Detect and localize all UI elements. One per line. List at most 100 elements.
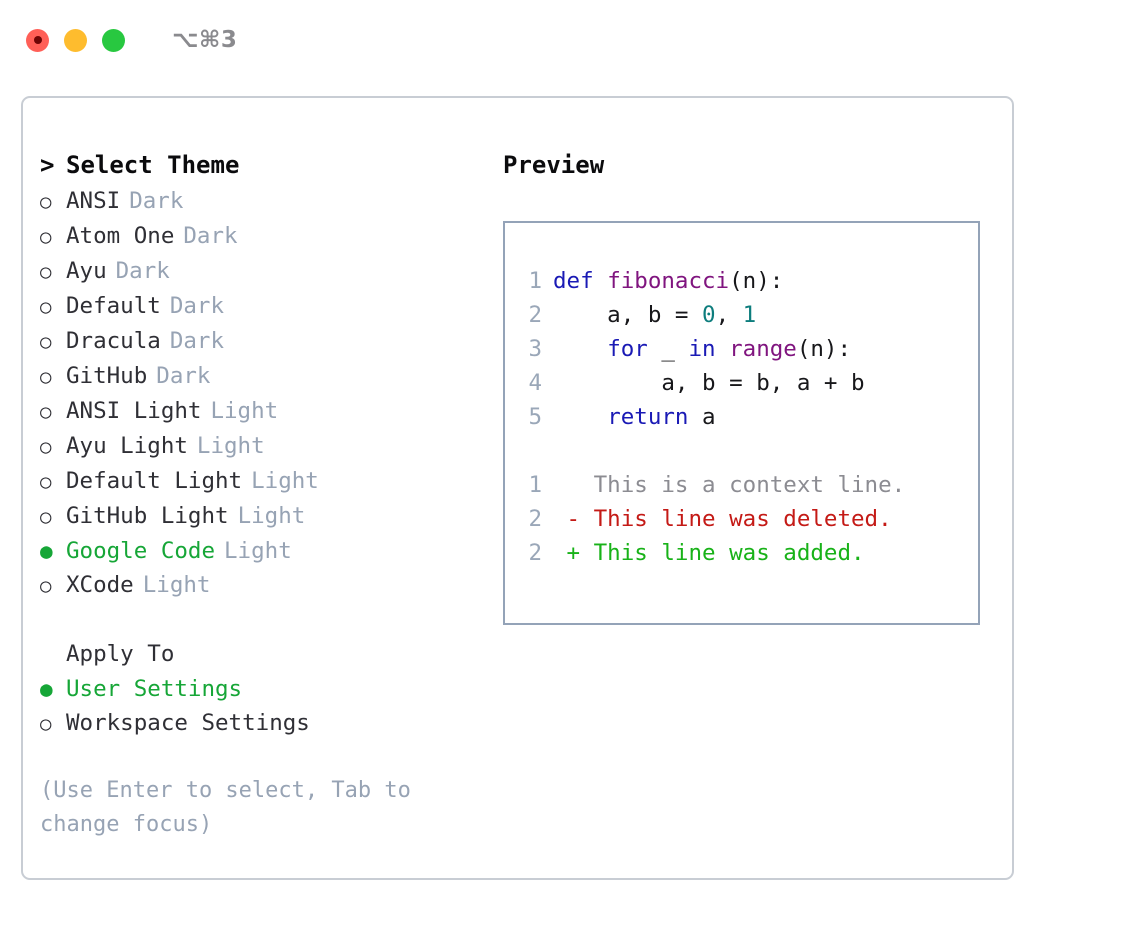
radio-unselected-icon: ○ <box>40 713 52 735</box>
code-token-num: 1 <box>742 302 757 328</box>
apply-to-list: ● User Settings ○ Workspace Settings <box>40 672 500 741</box>
diff-line: 2 + This line was added. <box>516 536 972 570</box>
code-token-fn: fibonacci <box>607 268 730 294</box>
theme-name: GitHub Light <box>66 503 229 529</box>
radio-unselected-icon: ○ <box>40 261 52 283</box>
minimize-button[interactable] <box>64 28 87 52</box>
code-token-num: 0 <box>702 302 716 328</box>
radio-unselected-icon: ○ <box>40 575 52 597</box>
code-line: 2 a, b = 0, 1 <box>516 298 972 332</box>
code-token-kw: for <box>607 336 648 362</box>
radio-unselected-icon: ○ <box>40 436 52 458</box>
maximize-button[interactable] <box>102 28 125 52</box>
prompt-caret-icon: > <box>40 151 55 179</box>
diff-line: 1 This is a context line. <box>516 468 972 502</box>
code-token-plain <box>553 336 607 362</box>
radio-unselected-icon: ○ <box>40 191 52 213</box>
diff-sample: 1 This is a context line.2 - This line w… <box>516 468 972 570</box>
title-bar: ⌥⌘3 <box>0 0 1140 80</box>
line-number: 2 <box>528 302 542 328</box>
diff-line: 2 - This line was deleted. <box>516 502 972 536</box>
theme-variant-badge: Light <box>237 503 306 529</box>
radio-unselected-icon: ○ <box>40 226 52 248</box>
theme-variant-badge: Light <box>142 572 211 598</box>
radio-unselected-icon: ○ <box>40 471 52 493</box>
theme-name: Google Code <box>66 538 216 564</box>
theme-variant-badge: Dark <box>169 293 225 319</box>
window-controls <box>26 28 125 52</box>
theme-name: Atom One <box>66 223 175 249</box>
radio-unselected-icon: ○ <box>40 296 52 318</box>
diff-line-content: + This line was added. <box>553 540 865 566</box>
theme-list-item[interactable]: ○ GitHub Dark <box>40 359 500 394</box>
theme-variant-badge: Dark <box>156 363 211 389</box>
code-token-plain <box>716 336 730 362</box>
code-token-kw: in <box>688 336 716 362</box>
radio-unselected-icon: ○ <box>40 331 52 353</box>
code-line-content: a, b = 0, 1 <box>553 298 756 332</box>
line-number: 5 <box>528 404 542 430</box>
diff-line-content: This is a context line. <box>553 472 906 498</box>
apply-to-option[interactable]: ○ Workspace Settings <box>40 706 500 741</box>
apply-to-option[interactable]: ● User Settings <box>40 672 500 706</box>
code-line-content: return a <box>553 400 716 434</box>
select-theme-header: > Select Theme <box>40 146 500 184</box>
theme-list-item[interactable]: ○ GitHub Light Light <box>40 499 500 534</box>
theme-name: ANSI <box>66 188 121 214</box>
theme-name: GitHub <box>66 363 148 389</box>
radio-selected-icon: ● <box>40 539 53 563</box>
radio-unselected-icon: ○ <box>40 401 52 423</box>
theme-variant-badge: Dark <box>169 328 225 354</box>
code-token-plain: (n): <box>796 336 852 362</box>
theme-list-item[interactable]: ○ ANSI Dark <box>40 184 500 219</box>
code-line-content: a, b = b, a + b <box>553 366 865 400</box>
line-number: 2 <box>528 506 542 532</box>
theme-variant-badge: Dark <box>129 188 184 214</box>
code-token-plain: a, b = b, a + b <box>553 370 865 396</box>
close-button[interactable] <box>26 28 49 52</box>
code-token-plain: a <box>688 404 716 430</box>
theme-name: Ayu <box>66 258 107 284</box>
code-line: 4 a, b = b, a + b <box>516 366 972 400</box>
select-theme-header-label: Select Theme <box>66 151 240 179</box>
theme-variant-badge: Dark <box>115 258 170 284</box>
code-token-kw: return <box>607 404 689 430</box>
radio-unselected-icon: ○ <box>40 506 52 528</box>
line-number: 3 <box>528 336 542 362</box>
code-token-plain <box>553 404 607 430</box>
radio-unselected-icon: ○ <box>40 366 52 388</box>
theme-name: Default Light <box>66 468 243 494</box>
line-number: 1 <box>528 268 542 294</box>
keyboard-hint: (Use Enter to select, Tab to change focu… <box>40 778 411 837</box>
code-token-plain: a, b = <box>553 302 703 328</box>
radio-selected-icon: ● <box>40 677 53 701</box>
theme-list-item[interactable]: ○ Ayu Dark <box>40 254 500 289</box>
apply-to-header-label: Apply To <box>66 641 175 667</box>
code-token-plain: , <box>715 302 743 328</box>
apply-to-option-label: Workspace Settings <box>66 710 310 736</box>
apply-to-option-label: User Settings <box>66 676 243 702</box>
code-line: 3 for _ in range(n): <box>516 332 972 366</box>
theme-name: ANSI Light <box>66 398 202 424</box>
preview-title: Preview <box>503 151 605 179</box>
theme-list-item[interactable]: ○ Atom One Dark <box>40 219 500 254</box>
code-token-kw: def <box>553 268 608 294</box>
line-number: 2 <box>528 540 542 566</box>
theme-name: Ayu Light <box>66 433 188 459</box>
theme-variant-badge: Dark <box>183 223 238 249</box>
